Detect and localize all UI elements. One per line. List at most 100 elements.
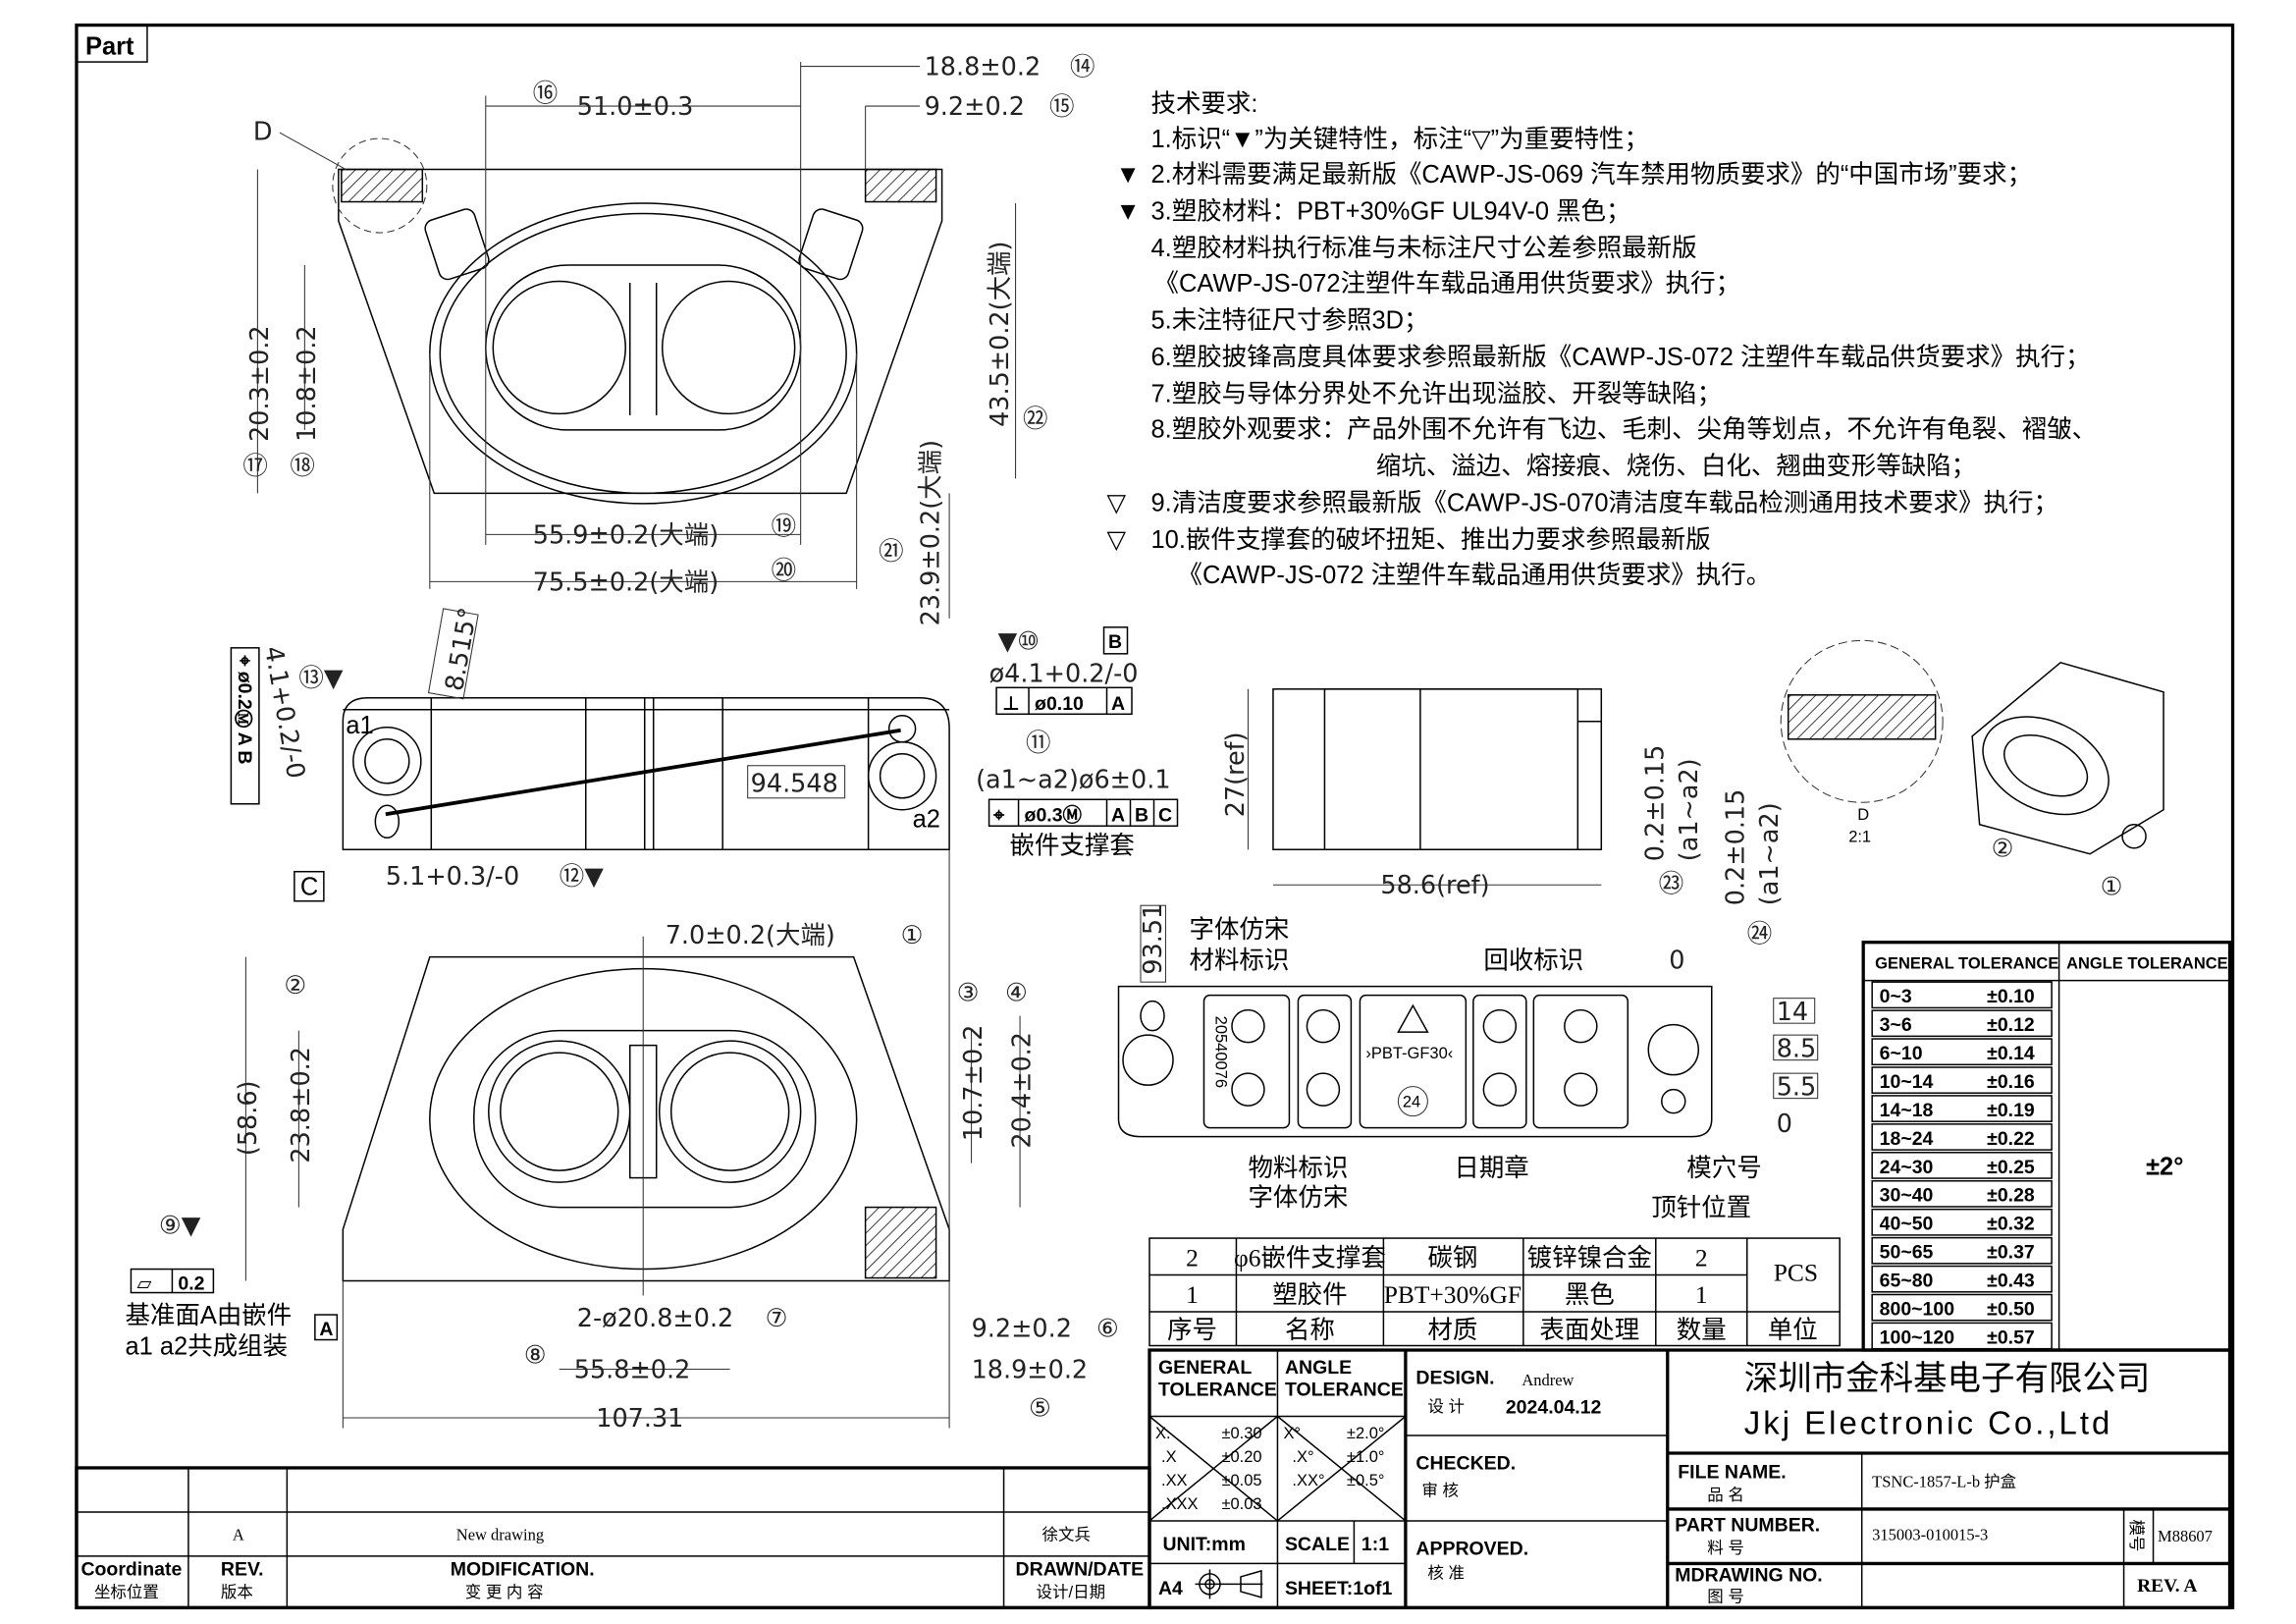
dim-10-8: 10.8±0.2 bbox=[293, 325, 322, 442]
bom-cell: 塑胶件 bbox=[1272, 1280, 1347, 1309]
col-coordinate-cn: 坐标位置 bbox=[94, 1583, 159, 1601]
position-datum-c: C bbox=[1158, 805, 1172, 827]
dim-0-2-a-sub: (a1~a2) bbox=[1675, 758, 1704, 861]
gen-tol-key: .X bbox=[1161, 1448, 1177, 1466]
callout-17: ⑰ bbox=[242, 452, 267, 481]
callout-6: ⑥ bbox=[1096, 1315, 1119, 1344]
detail-name: D bbox=[1857, 806, 1869, 824]
tol-row-frame bbox=[1871, 1236, 2053, 1265]
company-en: Jkj Electronic Co.,Ltd bbox=[1744, 1404, 2113, 1440]
bom-cell: φ6嵌件支撑套 bbox=[1234, 1244, 1386, 1272]
angle-8-515: 8.515° bbox=[440, 605, 483, 693]
dim-20-8: 2-ø20.8±0.2 bbox=[577, 1304, 734, 1333]
part-tab[interactable] bbox=[76, 24, 148, 63]
callout-21: ㉑ bbox=[879, 537, 903, 567]
tol-value: ±0.28 bbox=[1987, 1185, 2035, 1207]
part-tab-label: Part bbox=[85, 33, 134, 61]
projection-icon bbox=[1195, 1569, 1263, 1599]
dim-43-5: 43.5±0.2(大端) bbox=[986, 242, 1015, 427]
callout-9: ⑨▼ bbox=[159, 1212, 201, 1241]
designer: Andrew bbox=[1522, 1371, 1574, 1389]
font-note-1: 字体仿宋 bbox=[1189, 916, 1289, 944]
drawing-no-label: MDRAWING NO. bbox=[1675, 1564, 1822, 1586]
bom-cell: PBT+30%GF bbox=[1384, 1280, 1522, 1309]
hole-dim: ø4.1+0.2/-0 bbox=[989, 659, 1139, 688]
front-view: 27(ref) 58.6(ref) 0.2±0.15 (a1~a2) ㉓ 0.2… bbox=[1221, 639, 2164, 949]
revision-value: REV. A bbox=[2137, 1576, 2197, 1597]
bom-header: 表面处理 bbox=[1539, 1317, 1639, 1344]
ang-tol-key: .XX° bbox=[1292, 1472, 1324, 1489]
scale-label: SCALE bbox=[1285, 1534, 1350, 1555]
bom-header: 数量 bbox=[1677, 1317, 1727, 1344]
dim-0-2-b: 0.2±0.15 bbox=[1722, 789, 1751, 906]
angle-tol-label-1: ANGLE bbox=[1285, 1357, 1352, 1379]
tol-row-frame bbox=[1871, 1123, 2053, 1151]
general-tol-label-1: GENERAL bbox=[1158, 1357, 1252, 1379]
tech-title: 技术要求: bbox=[1150, 90, 1257, 118]
tol-range: 100~120 bbox=[1880, 1326, 1955, 1348]
dim-7-0: 7.0±0.2(大端) bbox=[666, 921, 835, 950]
bom-header: 材质 bbox=[1427, 1317, 1477, 1344]
callout-11: ⑪ bbox=[1026, 729, 1050, 758]
unit: UNIT:mm bbox=[1162, 1534, 1245, 1555]
mold-label: 模号 bbox=[2127, 1519, 2146, 1551]
tol-row-frame bbox=[1871, 1208, 2053, 1236]
insert-dim: (a1~a2)ø6±0.1 bbox=[976, 765, 1170, 794]
ordinate-5-5: 5.5 bbox=[1777, 1073, 1817, 1103]
tech-line: 7.塑胶与导体分界处不允许出现溢胶、开裂等缺陷； bbox=[1150, 380, 1722, 407]
bom-unit: PCS bbox=[1774, 1259, 1818, 1287]
ordinate-0: 0 bbox=[1777, 1110, 1792, 1139]
isometric-view bbox=[1971, 661, 2164, 855]
col-coordinate: Coordinate bbox=[80, 1558, 182, 1580]
tol-header-general: GENERAL TOLERANCE bbox=[1875, 955, 2058, 973]
iso-callout-1: ① bbox=[2101, 873, 2123, 902]
dim-58-6: (58.6) bbox=[234, 1081, 263, 1157]
bom-cell: 1 bbox=[1186, 1280, 1199, 1309]
recycle-mark-label: 回收标识 bbox=[1483, 947, 1583, 975]
dim-0-2-a: 0.2±0.15 bbox=[1640, 745, 1670, 862]
tol-value: ±0.12 bbox=[1987, 1014, 2035, 1036]
tol-range: 3~6 bbox=[1880, 1014, 1912, 1036]
datum-a: A bbox=[319, 1319, 333, 1340]
dim-0-2-b-sub: (a1~a2) bbox=[1755, 802, 1785, 905]
dim-9-2-bottom: 9.2±0.2 bbox=[972, 1315, 1072, 1344]
bottom-view: 7.0±0.2(大端) ① ② 23.8±0.2 (58.6) ③ ④ 10.7… bbox=[125, 849, 1119, 1434]
dim-5-1: 5.1+0.3/-0 bbox=[386, 862, 519, 892]
approved-cn: 核 准 bbox=[1427, 1563, 1465, 1582]
key-mark: ▼ bbox=[1116, 161, 1141, 189]
dim-20-4: 20.4±0.2 bbox=[1008, 1032, 1038, 1149]
perp-tolerance: ø0.10 bbox=[1035, 693, 1084, 715]
bom-header: 名称 bbox=[1285, 1317, 1335, 1344]
callout-15: ⑮ bbox=[1049, 92, 1074, 122]
tol-value: ±0.19 bbox=[1987, 1100, 2035, 1121]
title-block: GENERAL TOLERANCE ANGLE TOLERANCE X.±0.3… bbox=[1148, 1348, 2232, 1610]
perp-symbol: ⊥ bbox=[1002, 693, 1020, 715]
tol-value: ±0.37 bbox=[1987, 1242, 2035, 1264]
flatness-tolerance: 0.2 bbox=[178, 1273, 204, 1295]
tol-value: ±0.50 bbox=[1987, 1298, 2035, 1320]
left-fcf: ⌖ ø0.2Ⓜ A B bbox=[234, 654, 255, 764]
position-tolerance: ø0.3Ⓜ bbox=[1025, 804, 1083, 827]
dim-58-6-ref: 58.6(ref) bbox=[1380, 871, 1489, 900]
dim-75-5: 75.5±0.2(大端) bbox=[533, 568, 719, 597]
file-name-label: FILE NAME. bbox=[1678, 1461, 1786, 1483]
callout-7: ⑦ bbox=[766, 1304, 788, 1333]
font-note-2: 字体仿宋 bbox=[1248, 1184, 1348, 1212]
approved-label: APPROVED. bbox=[1415, 1538, 1528, 1559]
callout-14: ⑭ bbox=[1070, 53, 1095, 82]
tol-row-frame bbox=[1871, 1152, 2053, 1179]
ejector-pos-label: 顶针位置 bbox=[1651, 1195, 1751, 1222]
top-view: D ⑯ 51.0±0.3 18.8±0.2 ⑭ 9.2±0.2 ⑮ 20.3±0… bbox=[242, 53, 1095, 626]
tol-range: 10~14 bbox=[1880, 1071, 1934, 1093]
tol-range: 24~30 bbox=[1880, 1157, 1934, 1178]
part-number-label: PART NUMBER. bbox=[1675, 1514, 1820, 1536]
dim-51: 51.0±0.3 bbox=[577, 92, 694, 122]
dim-18-8: 18.8±0.2 bbox=[925, 53, 1041, 82]
part-code: 20540076 bbox=[1211, 1016, 1229, 1088]
tol-range: 0~3 bbox=[1880, 986, 1912, 1007]
col-rev-cn: 版本 bbox=[221, 1583, 253, 1601]
callout-12: ⑫▼ bbox=[560, 862, 604, 892]
tol-angle-value: ±2° bbox=[2146, 1154, 2183, 1181]
